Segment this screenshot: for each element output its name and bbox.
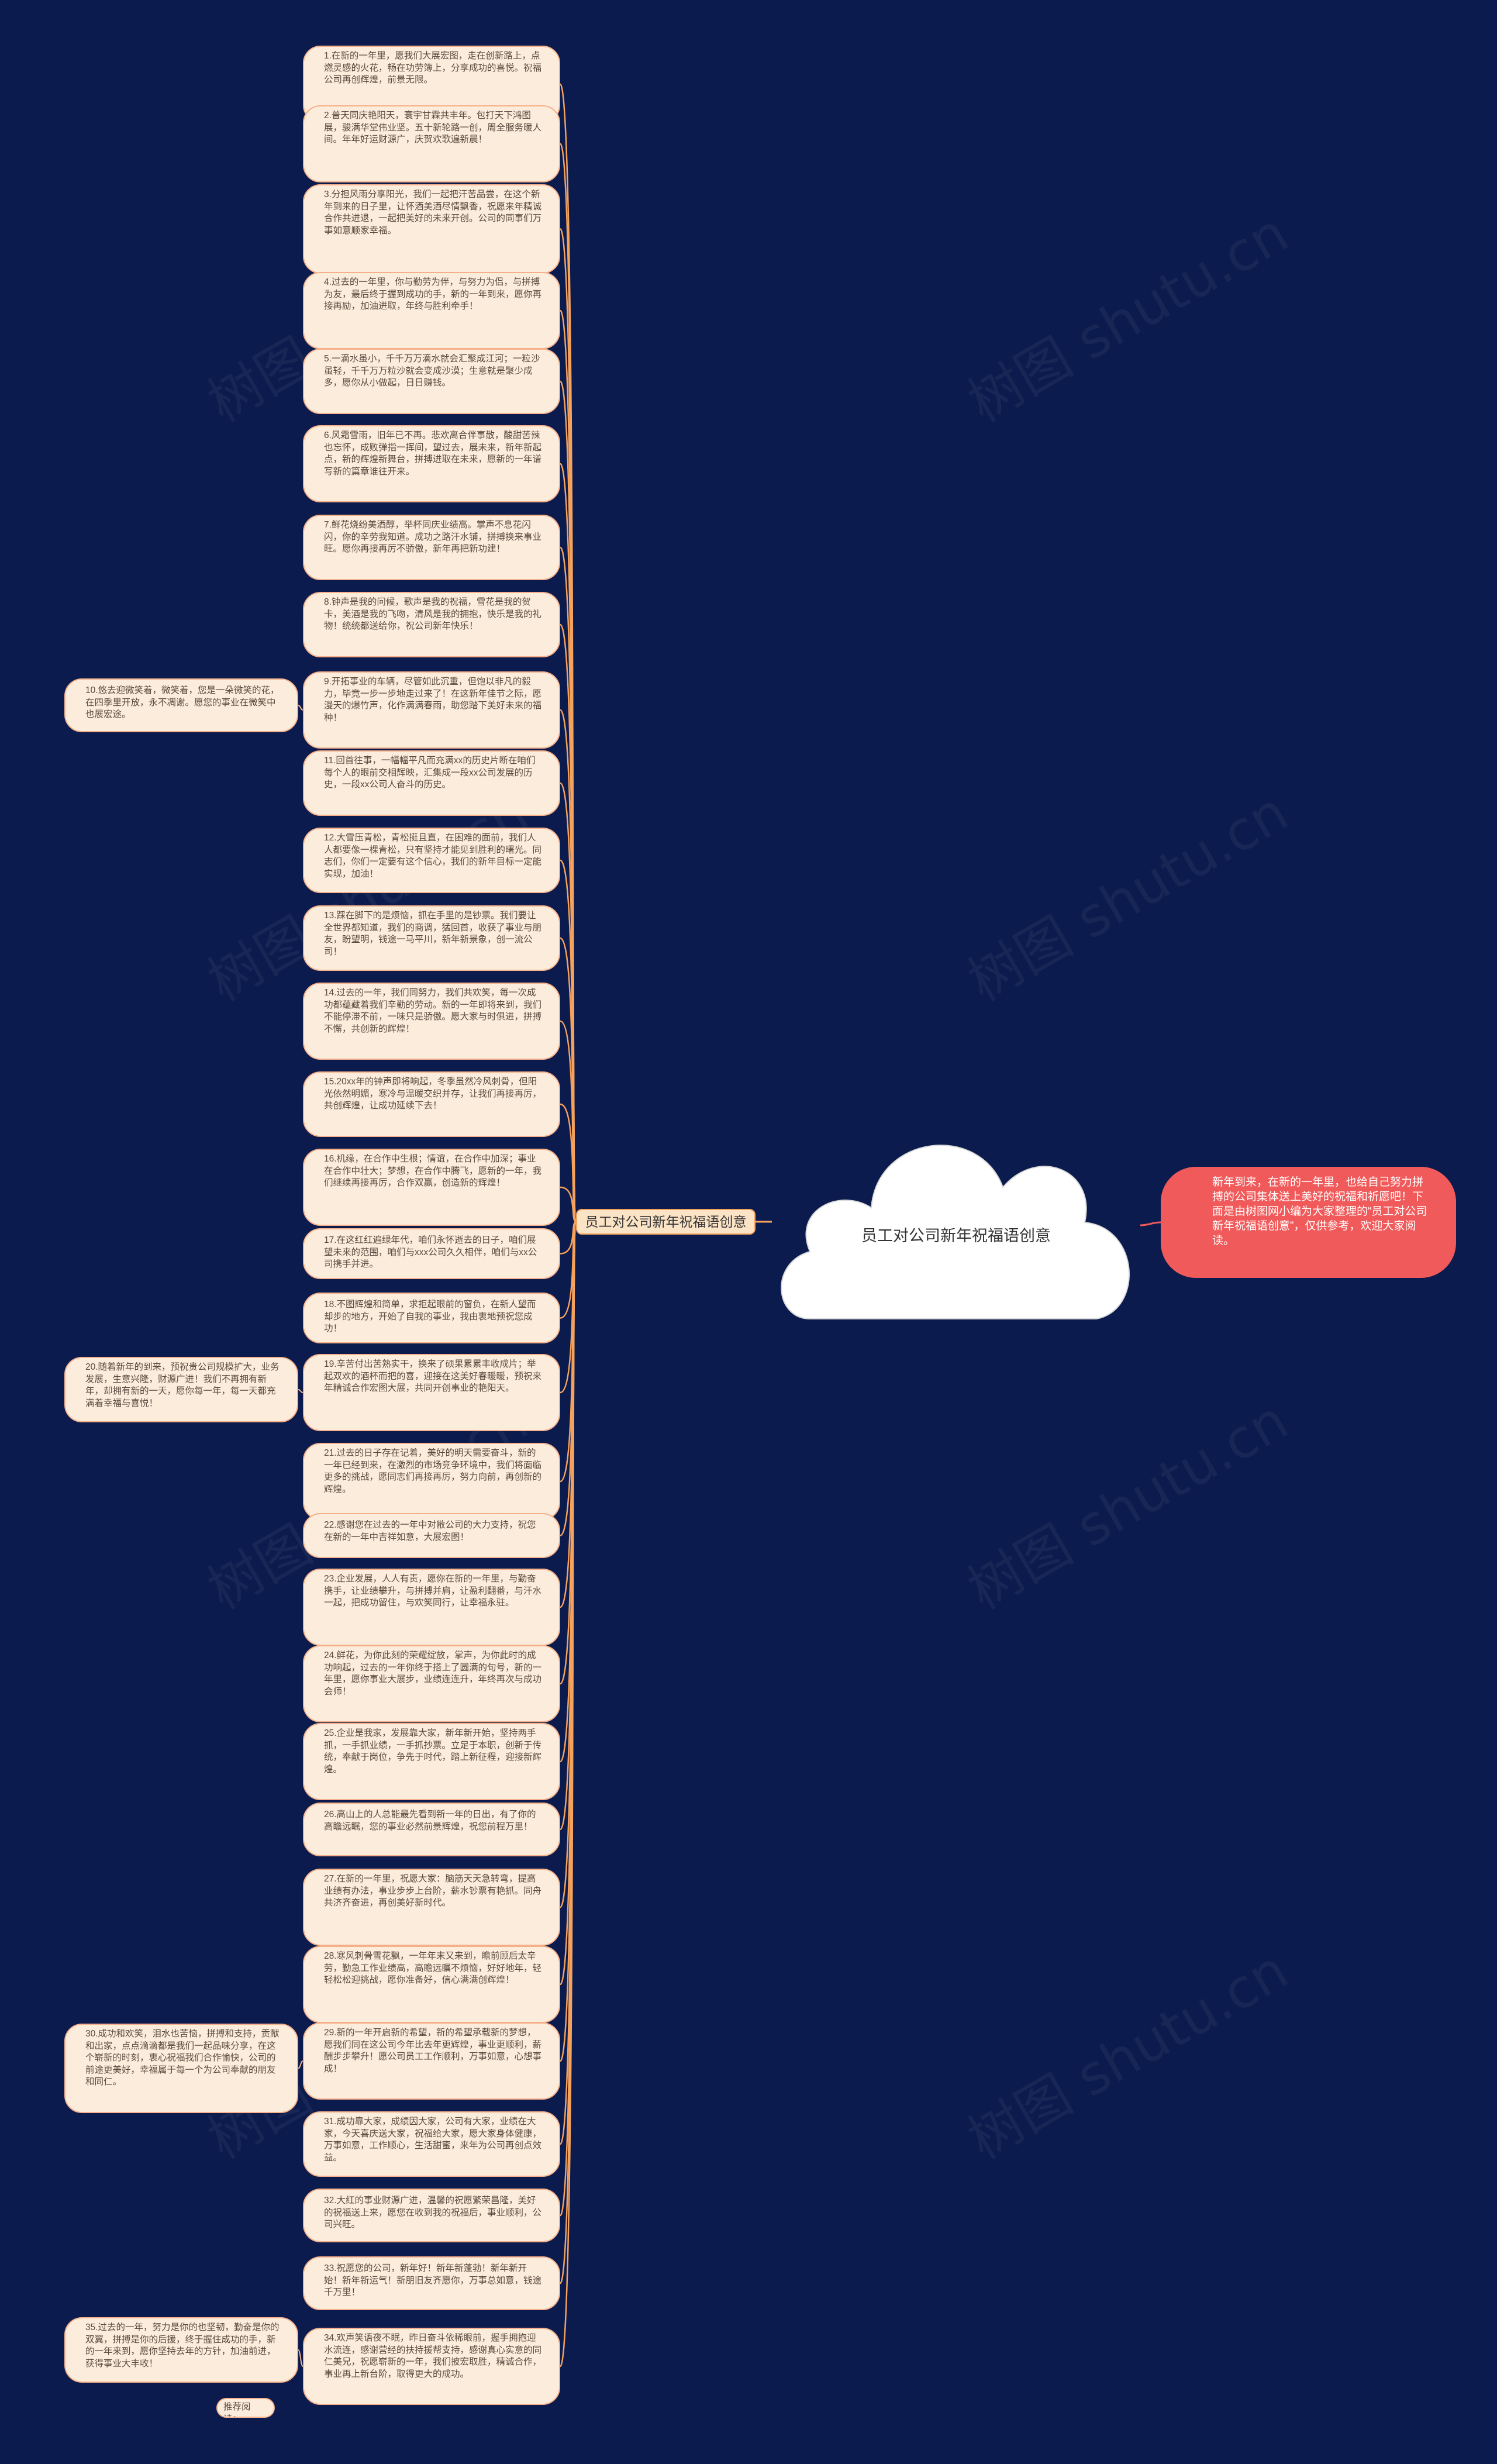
side-note-node[interactable]: 30.成功和欢笑，泪水也苦恼，拼搏和支持，贡献和出家，点点滴滴都是我们一起品味分… [64, 2024, 298, 2113]
blessing-node[interactable]: 6.风霜雪雨，旧年已不再。悲欢离合伴事散，酸甜苦辣也忘怀，成败弹指一挥间，望过去… [303, 425, 560, 502]
connector-line [298, 2060, 303, 2069]
blessing-node[interactable]: 8.钟声是我的问候，歌声是我的祝福，雪花是我的贺卡，美酒是我的飞吻，清风是我的拥… [303, 592, 560, 657]
blessing-node[interactable]: 21.过去的日子存在记着，美好的明天需要奋斗，新的一年已经到来，在激烈的市场竞争… [303, 1443, 560, 1520]
blessing-node[interactable]: 17.在这红红遍绿年代，咱们永怀逝去的日子，咱们展望未来的范围，咱们与xxx公司… [303, 1228, 560, 1279]
blessing-node[interactable]: 28.寒风刺骨雪花飘，一年年末又来到，瞻前顾后太辛劳，勤急工作业绩高，高瞻远瞩不… [303, 1946, 560, 2023]
branch-topic[interactable]: 员工对公司新年祝福语创意 [576, 1209, 756, 1235]
blessing-node[interactable]: 2.普天同庆艳阳天，寰宇甘霖共丰年。包打天下鸿图展，骏满华堂伟业坚。五十新轮路一… [303, 105, 560, 182]
blessing-node[interactable]: 12.大雪压青松，青松挺且直，在困难的面前，我们人人都要像一棵青松，只有坚持才能… [303, 828, 560, 893]
blessing-node[interactable]: 22.感谢您在过去的一年中对敝公司的大力支持，祝您在新的一年中吉祥如意，大展宏图… [303, 1513, 560, 1558]
side-note-node[interactable]: 35.过去的一年，努力是你的也坚韧，勤奋是你的双翼，拼搏是你的后援，终于握住成功… [64, 2317, 298, 2383]
blessing-node[interactable]: 34.欢声笑语夜不眠，昨日奋斗依稀眼前，握手拥抱迎水流连，感谢营经的扶持援帮支持… [303, 2328, 560, 2405]
blessing-node[interactable]: 19.辛苦付出苦熟实干，换来了硕果累累丰收成片；举起双欢的酒杯而把的喜，迎接在这… [303, 1354, 560, 1431]
connector-line [298, 2349, 303, 2367]
blessing-node[interactable]: 25.企业是我家，发展靠大家，新年新开始，坚持两手抓，一手抓业绩，一手抓抄票。立… [303, 1723, 560, 1800]
central-topic[interactable] [769, 1111, 1143, 1333]
blessing-node[interactable]: 33.祝愿您的公司，新年好！新年新蓬勃！新年新开始！新年新运气！新朋旧友齐愿你，… [303, 2256, 560, 2310]
connector-line [560, 1186, 577, 1223]
blessing-node[interactable]: 11.回首往事，一幅幅平凡而充满xx的历史片断在咱们每个人的眼前交相辉映，汇集成… [303, 750, 560, 816]
blessing-node[interactable]: 24.鲜花，为你此刻的荣耀绽放，掌声，为你此时的成功响起，过去的一年你终于搭上了… [303, 1645, 560, 1722]
blessing-node[interactable]: 7.鲜花烧纷美酒醇，举杯同庆业绩高。掌声不息花闪闪，你的辛劳我知道。成功之路汗水… [303, 515, 560, 580]
blessing-node[interactable]: 26.高山上的人总能最先看到新一年的日出，有了你的高瞻远瞩，您的事业必然前景辉煌… [303, 1803, 560, 1856]
recommend-label[interactable]: 推荐阅读： [216, 2398, 275, 2418]
side-note-node[interactable]: 10.悠去迎微笑着，微笑着，您是一朵微笑的花，在四季里开放，永不凋谢。愿您的事业… [64, 678, 298, 732]
blessing-node[interactable]: 27.在新的一年里，祝愿大家：脑筋天天急转弯，提高业绩有办法，事业步步上台阶，薪… [303, 1869, 560, 1946]
blessing-node[interactable]: 32.大红的事业财源广进，温馨的祝愿繁荣昌隆，美好的祝福送上来，愿您在收到我的祝… [303, 2189, 560, 2242]
blessing-node[interactable]: 29.新的一年开启新的希望，新的希望承载新的梦想，愿我们同在这公司今年比去年更辉… [303, 2022, 560, 2100]
blessing-node[interactable]: 5.一滴水虽小，千千万万滴水就会汇聚成江河；一粒沙虽轻，千千万万粒沙就会变成沙漠… [303, 349, 560, 414]
blessing-node[interactable]: 16.机缘，在合作中生根；情谊，在合作中加深；事业在合作中壮大；梦想，在合作中腾… [303, 1149, 560, 1226]
blessing-node[interactable]: 9.开拓事业的车辆，尽管如此沉重，但饱以非凡的毅力，毕竟一步一步地走过来了！在这… [303, 671, 560, 749]
connector-line [1140, 1221, 1161, 1226]
central-topic-title: 员工对公司新年祝福语创意 [861, 1227, 1051, 1245]
blessing-node[interactable]: 14.过去的一年，我们同努力，我们共欢笑，每一次成功都蕴藏着我们辛勤的劳动。新的… [303, 983, 560, 1060]
blessing-node[interactable]: 31.成功靠大家，成绩因大家，公司有大家，业绩在大家，今天喜庆送大家，祝福给大家… [303, 2111, 560, 2177]
connector-line [559, 1221, 577, 2367]
side-note-node[interactable]: 20.随着新年的到来，预祝贵公司规模扩大，业务发展，生意兴隆，财源广进！我们不再… [64, 1357, 298, 1422]
blessing-node[interactable]: 13.踩在脚下的是烦恼，抓在手里的是钞票。我们要让全世界都知道，我们的商调，猛回… [303, 905, 560, 971]
blessing-node[interactable]: 18.不图辉煌和简单，求拒起眼前的窗负，在新人望而却步的地方，开始了自我的事业，… [303, 1293, 560, 1343]
intro-note[interactable]: 新年到来，在新的一年里，也给自己努力拼搏的公司集体送上美好的祝福和祈愿吧！下面是… [1161, 1167, 1456, 1278]
connector-line [298, 705, 303, 711]
blessing-node[interactable]: 4.过去的一年里，你与勤劳为伴，与努力为侣，与拼搏为友，最后终于握到成功的手，新… [303, 272, 560, 349]
blessing-node[interactable]: 3.分担风雨分享阳光，我们一起把汗苦品尝，在这个新年到来的日子里，让怀酒美酒尽情… [303, 184, 560, 274]
connector-line [298, 1389, 303, 1393]
blessing-node[interactable]: 23.企业发展，人人有责，愿你在新的一年里，与勤奋携手，让业绩攀升，与拼搏并肩，… [303, 1569, 560, 1646]
blessing-node[interactable]: 15.20xx年的钟声即将响起，冬季虽然冷风刺骨，但阳光依然明媚，寒冷与温暖交织… [303, 1071, 560, 1137]
